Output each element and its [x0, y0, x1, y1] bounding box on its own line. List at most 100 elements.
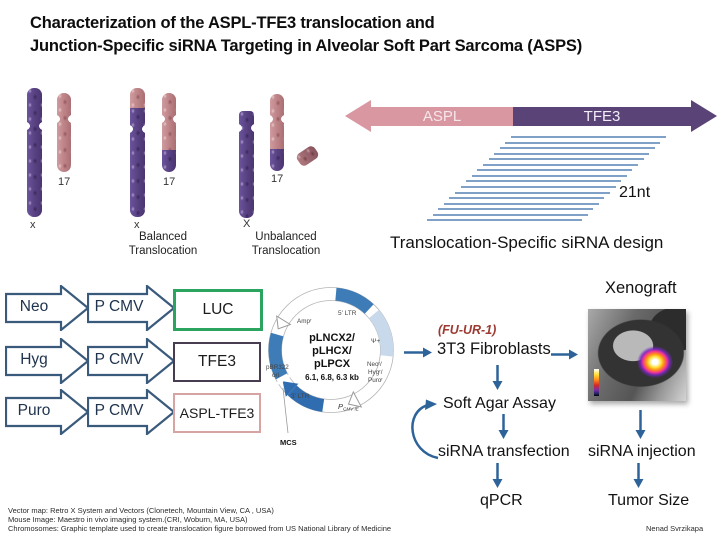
sirna-caption: Translocation-Specific siRNA design	[390, 233, 664, 252]
arrow-head-left	[345, 100, 371, 132]
chromosome-fragment	[294, 144, 321, 168]
centromere	[27, 121, 42, 131]
tumor-size-label: Tumor Size	[608, 492, 690, 509]
sirna-line	[427, 219, 582, 222]
plasmid-sizes: 6.1, 6.8, 6.3 kb	[305, 373, 359, 382]
centromere	[162, 114, 176, 124]
arrow-feedback-loop	[411, 399, 439, 460]
ltr5-arc	[335, 287, 374, 314]
sirna-line	[488, 158, 644, 161]
resistance-arrowhead	[347, 390, 363, 408]
arrow-xenograft-to-injection	[635, 410, 646, 439]
soft-agar-label: Soft Agar Assay	[443, 395, 556, 412]
sirna-line	[443, 202, 599, 205]
construct-row-luc: Neo P CMV LUC	[5, 285, 267, 331]
title-line-1: Characterization of the ASPL-TFE3 transl…	[30, 14, 435, 32]
label-17-balanced: 17	[163, 176, 176, 188]
construct-row-aspl-tfe3: Puro P CMV ASPL-TFE3	[5, 389, 267, 435]
sirna-line	[471, 174, 627, 177]
pcmv-arc	[287, 385, 325, 412]
chromosome-x-unbalanced	[239, 111, 254, 218]
ltr3-arc	[268, 332, 288, 380]
caption-balanced: Balanced Translocation	[113, 231, 213, 258]
block-arrow	[87, 338, 175, 384]
gene-box-luc: LUC	[173, 289, 263, 331]
resistance-label-1: Neoʳ/	[367, 361, 382, 368]
plasmid-map: 5' LTR Ampʳ Ψ+ pBR322 ori Neoʳ/ Hygʳ/ Pu…	[266, 287, 394, 447]
centromere	[130, 124, 145, 134]
footer-credits: Vector map: Retro X System and Vectors (…	[8, 506, 391, 534]
arrow-head-right	[691, 100, 717, 132]
sirna-line	[466, 180, 622, 183]
translocated-segment	[130, 88, 145, 108]
selection-marker-label: Puro	[17, 402, 51, 419]
sirna-line	[494, 152, 650, 155]
credit-chromosomes: Chromosomes: Graphic template used to cr…	[8, 524, 392, 534]
chromosome-x-normal	[27, 88, 42, 217]
plasmid-name-1: pLNCX2/	[309, 332, 355, 344]
sirna-line	[432, 213, 588, 216]
arrow-plasmid-to-cells	[404, 347, 432, 358]
translocated-segment	[162, 150, 176, 172]
arrow-transfection-to-qpcr	[492, 463, 503, 488]
intensity-color-scale	[594, 369, 599, 396]
aspl-label: ASPL	[422, 108, 462, 125]
centromere	[270, 114, 284, 124]
ltr3-label: 3' LTR	[291, 393, 310, 400]
cell-line-note: (FU-UR-1)	[438, 323, 497, 337]
arrow-softagar-to-transfection	[498, 414, 509, 439]
chromosome-arm	[130, 108, 145, 217]
tfe3-bar	[513, 107, 691, 126]
fragment-body	[294, 144, 321, 168]
amp-arrowhead	[276, 315, 292, 330]
block-arrow	[5, 389, 89, 435]
credit-mouse-image: Mouse Image: Maestro in vivo imaging sys…	[8, 515, 248, 525]
label-17-normal: 17	[58, 176, 71, 188]
promoter-label: P CMV	[94, 351, 144, 368]
ori-label-2: ori	[272, 372, 279, 379]
psi-label: Ψ+	[371, 338, 380, 345]
sirna-line	[438, 208, 594, 211]
chromosome-x-balanced	[130, 88, 145, 217]
amp-label: Ampʳ	[297, 318, 312, 325]
sirna-line	[505, 141, 661, 144]
sirna-length-label: 21nt	[619, 184, 651, 201]
promoter-label: P CMV	[94, 402, 144, 419]
label-x-unbalanced: X	[243, 218, 251, 230]
chromosome-arm	[239, 111, 254, 218]
caption-balanced-line2: Translocation	[128, 244, 198, 257]
resistance-label-2: Hygʳ/	[368, 369, 383, 376]
ori-label-1: pBR322	[266, 364, 289, 371]
sirna-line	[511, 136, 666, 138]
fusion-gene-arrow: ASPL TFE3	[345, 100, 717, 133]
sirna-line	[455, 191, 610, 194]
label-x-balanced: x	[134, 219, 140, 231]
pcmv-arrowhead	[282, 381, 299, 397]
selection-marker-label: Neo	[19, 298, 49, 315]
block-arrow	[87, 285, 175, 331]
page-title: Characterization of the ASPL-TFE3 transl…	[30, 12, 582, 57]
author-name: Nenad Svrzikapa	[646, 524, 704, 533]
centromere	[239, 123, 254, 133]
title-line-2: Junction-Specific siRNA Targeting in Alv…	[30, 36, 582, 55]
resistance-label-3: Puroʳ	[368, 377, 383, 384]
arrow-injection-to-tumorsize	[633, 463, 644, 488]
caption-balanced-line1: Balanced	[139, 231, 187, 243]
tfe3-label: TFE3	[583, 108, 621, 125]
sirna-line	[449, 197, 605, 200]
caption-unbalanced-line1: Unbalanced	[255, 231, 317, 243]
chromosome-arm	[57, 93, 71, 172]
fibroblasts-label: 3T3 Fibroblasts	[437, 340, 551, 358]
ltr5-label: 5' LTR	[338, 310, 357, 317]
chromosome-17-unbalanced	[270, 94, 284, 171]
centromere	[57, 114, 71, 124]
translocated-segment	[270, 149, 284, 171]
mcs-label: MCS	[280, 438, 297, 447]
arrow-cells-to-xenograft	[551, 349, 578, 360]
block-arrow	[5, 338, 89, 384]
promoter-label: P CMV	[94, 298, 144, 315]
pcmv-label: PCMV IE	[338, 402, 360, 412]
plasmid-name-3: pLPCX	[314, 358, 351, 370]
transfection-label: siRNA transfection	[438, 443, 570, 460]
gene-box-tfe3: TFE3	[173, 342, 261, 382]
